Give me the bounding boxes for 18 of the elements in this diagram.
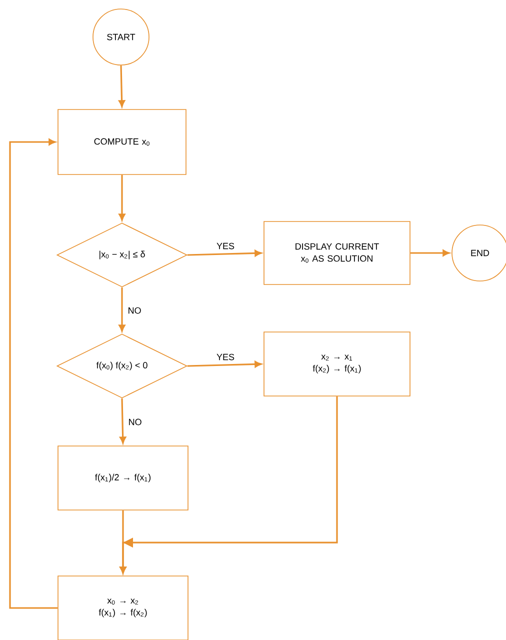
arrow <box>118 65 126 108</box>
arrow <box>410 250 450 256</box>
process-box: COMPUTE x$_{0}$ <box>58 109 186 175</box>
arrow <box>187 250 262 256</box>
arrow <box>120 396 338 574</box>
process-box: f(x$_{1}$)/2 → f(x$_{1}$) <box>58 446 188 510</box>
edge-label: NO <box>129 418 142 426</box>
arrow <box>118 174 126 221</box>
process-box: DISPLAY CURRENT x$_{0}$ AS SOLUTION <box>264 221 410 285</box>
process-box: x$_{2}$ → x$_{1}$ f(x$_{2}$) → f(x$_{1}$) <box>264 332 410 396</box>
edge-label: NO <box>128 307 141 314</box>
arrow <box>118 287 126 332</box>
arrow <box>9 138 58 609</box>
edge-label: YES <box>216 242 234 250</box>
edge-label: YES <box>216 354 234 360</box>
process-box: x$_{0}$ → x$_{2}$ f(x$_{1}$) → f(x$_{2}$) <box>58 576 188 640</box>
arrow <box>120 398 126 444</box>
arrow <box>187 360 262 368</box>
